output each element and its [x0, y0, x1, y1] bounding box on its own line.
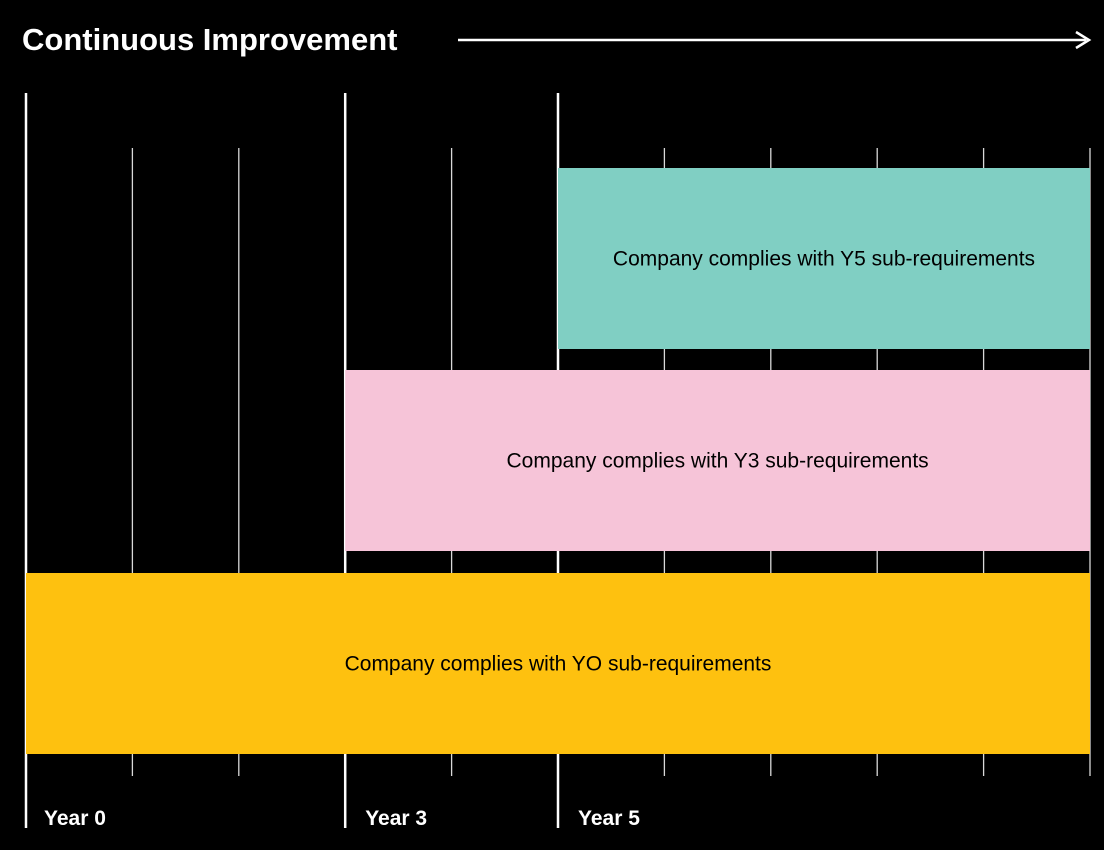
bar-label: Company complies with YO sub-requirement…	[345, 653, 772, 676]
year-label-5: Year 5	[578, 807, 640, 830]
bar-label: Company complies with Y5 sub-requirement…	[613, 248, 1035, 271]
compliance-bars: Company complies with Y5 sub-requirement…	[26, 168, 1090, 754]
bar-label: Company complies with Y3 sub-requirement…	[507, 450, 929, 473]
bar-fill	[345, 370, 1090, 551]
bar-fill	[26, 573, 1090, 754]
bar-fill	[558, 168, 1090, 349]
compliance-bar-y3: Company complies with Y3 sub-requirement…	[345, 370, 1090, 551]
year-label-0: Year 0	[44, 807, 106, 830]
diagram-title: Continuous Improvement	[22, 22, 397, 57]
year-label-3: Year 3	[365, 807, 427, 830]
year-labels: Year 0 Year 3 Year 5	[44, 807, 640, 830]
progress-arrow-icon	[458, 30, 1092, 50]
compliance-bar-y0: Company complies with YO sub-requirement…	[26, 573, 1090, 754]
compliance-bar-y5: Company complies with Y5 sub-requirement…	[558, 168, 1090, 349]
